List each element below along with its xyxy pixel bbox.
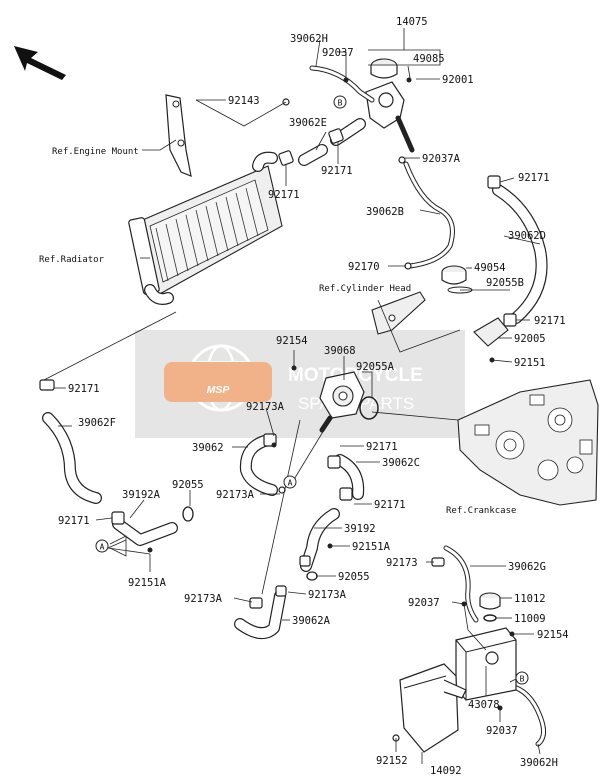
- watermark-brand: MSP: [207, 384, 231, 396]
- part-label-92037-top: 92037: [322, 47, 354, 59]
- watermark-logo-badge: [164, 362, 272, 402]
- part-label-14075: 14075: [396, 16, 428, 28]
- ref-radiator-label: Ref.Radiator: [39, 255, 105, 265]
- part-label-39062b: 39062B: [366, 206, 404, 218]
- part-label-39062f: 39062F: [78, 417, 116, 429]
- part-label-11009: 11009: [514, 613, 546, 625]
- part-label-92171-g: 92171: [58, 515, 90, 527]
- part-label-92171-f: 92171: [366, 441, 398, 453]
- thermostat: [441, 265, 509, 347]
- part-label-39062d: 39062D: [508, 230, 546, 242]
- ref-crankcase-label: Ref.Crankcase: [446, 506, 516, 516]
- leader-lines: [43, 28, 541, 764]
- part-label-92037a: 92037A: [422, 153, 461, 165]
- connection-marker-b-bottom: B: [515, 671, 529, 685]
- part-label-92154-bot: 92154: [537, 629, 569, 641]
- part-label-92173a-b: 92173A: [216, 489, 255, 501]
- part-label-92055: 92055: [172, 479, 204, 491]
- engine-mount-bracket: [165, 94, 192, 177]
- part-label-11012: 11012: [514, 593, 546, 605]
- part-label-92171-a: 92171: [268, 189, 300, 201]
- part-label-92143: 92143: [228, 95, 260, 107]
- part-label-39192: 39192: [344, 523, 376, 535]
- part-label-92173a-d: 92173A: [308, 589, 347, 601]
- part-label-92151: 92151: [514, 357, 546, 369]
- part-label-92151a-a: 92151A: [352, 541, 391, 553]
- svg-text:B: B: [338, 99, 343, 108]
- hoses: [42, 65, 548, 747]
- part-label-92151a-b: 92151A: [128, 577, 167, 589]
- connection-marker-a-left: A: [95, 539, 109, 553]
- ref-cylinder-head-label: Ref.Cylinder Head: [319, 284, 411, 294]
- part-label-92171-d: 92171: [534, 315, 566, 327]
- part-label-92171-h: 92171: [374, 499, 406, 511]
- water-pump: [319, 371, 379, 433]
- part-label-92037-bot: 92037: [486, 725, 518, 737]
- part-label-49085: 49085: [413, 53, 445, 65]
- connection-marker-b-top: B: [333, 95, 347, 109]
- ref-engine-mount-label: Ref.Engine Mount: [52, 147, 139, 157]
- part-label-39192a: 39192A: [122, 489, 161, 501]
- part-label-92001: 92001: [442, 74, 474, 86]
- reservoir-cover: [399, 663, 467, 753]
- part-label-39062g: 39062G: [508, 561, 546, 573]
- part-label-39062: 39062: [192, 442, 224, 454]
- part-label-92171-e: 92171: [68, 383, 100, 395]
- front-direction-arrow-icon: [14, 46, 66, 80]
- part-label-92171-b: 92171: [321, 165, 353, 177]
- part-label-92171-c: 92171: [518, 172, 550, 184]
- radiator: [128, 151, 283, 305]
- crankcase: [457, 379, 599, 506]
- part-label-92173: 92173: [386, 557, 418, 569]
- part-label-39062h-bot: 39062H: [520, 757, 558, 769]
- part-label-92055a: 92055A: [356, 361, 395, 373]
- part-label-39062h-top: 39062H: [290, 33, 328, 45]
- part-number-labels: 14075 49085 92001 39062H 92037 92143 390…: [58, 16, 569, 777]
- svg-text:A: A: [100, 543, 105, 552]
- svg-text:B: B: [520, 675, 525, 684]
- part-label-92170: 92170: [348, 261, 380, 273]
- part-label-39062c: 39062C: [382, 457, 420, 469]
- filler-neck-assembly: [365, 58, 415, 153]
- part-label-92055-b: 92055: [338, 571, 370, 583]
- part-label-92173a-c: 92173A: [184, 593, 223, 605]
- part-label-92152: 92152: [376, 755, 408, 767]
- part-label-92005: 92005: [514, 333, 546, 345]
- part-label-92055b: 92055B: [486, 277, 524, 289]
- part-label-92154-top: 92154: [276, 335, 308, 347]
- cylinder-head-fragment: [371, 291, 426, 335]
- connection-marker-a-mid: A: [283, 475, 297, 489]
- part-label-39062a: 39062A: [292, 615, 331, 627]
- svg-text:A: A: [288, 479, 293, 488]
- part-label-14092: 14092: [430, 765, 462, 775]
- part-label-92037-mid: 92037: [408, 597, 440, 609]
- part-label-49054: 49054: [474, 262, 506, 274]
- clamps-and-fasteners: [39, 77, 517, 742]
- part-label-92173a-a: 92173A: [246, 401, 285, 413]
- part-label-39068: 39068: [324, 345, 356, 357]
- part-label-39062e: 39062E: [289, 117, 327, 129]
- part-label-43078: 43078: [468, 699, 500, 711]
